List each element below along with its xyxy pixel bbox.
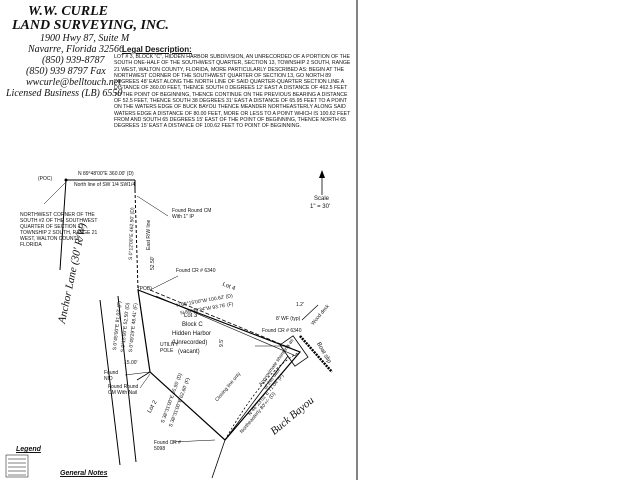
lot-3-label: Lot 3 — [184, 313, 198, 319]
leader-line — [139, 373, 151, 389]
hidden-harbor-label: Hidden Harbor — [172, 331, 212, 337]
survey-line — [211, 439, 226, 479]
block-c-label: Block C — [182, 322, 203, 328]
leader-line — [43, 181, 67, 205]
leader-line — [136, 195, 169, 217]
poc-label: (POC) — [38, 176, 53, 182]
found-nid-label: Found NID — [104, 370, 119, 382]
nw-corner-label: NORTHWEST CORNER OF THE SOUTH #2 OF THE … — [20, 212, 98, 248]
company-email: wwcurle@belltouch.net — [26, 77, 122, 88]
lot-line — [149, 289, 301, 353]
found-cm-nail-label: Found Round CM With Nail — [108, 384, 139, 396]
leader-line — [171, 439, 216, 443]
company-name-line1: W.W. CURLE — [28, 4, 108, 19]
leader-line — [149, 275, 179, 291]
boat-slip-outline — [279, 335, 309, 367]
found-cr-label: Found CR # 6340 — [176, 268, 216, 274]
dimension-label: 52.50' — [150, 256, 156, 270]
general-notes-title: General Notes — [60, 470, 108, 477]
dimension-label: 15.00' — [124, 360, 138, 366]
north-bearing-label: N 89°48'00"E 360.00' (D) — [78, 171, 134, 177]
found-cr-5098-label: Found CR # 5098 — [154, 440, 181, 452]
north-line-label: North line of SW 1/4 SW1/4 — [74, 182, 136, 188]
wood-deck-line — [299, 335, 333, 373]
shoreline-line — [224, 351, 301, 441]
legal-description-title: Legal Description: — [122, 45, 192, 54]
lot-line — [136, 371, 151, 381]
company-license: Licensed Business (LB) 6550 — [6, 88, 123, 99]
east-rw-label: East R/W line — [146, 219, 152, 250]
road-edge-line — [117, 295, 137, 463]
survey-line — [59, 179, 67, 271]
dimension-label: 9.5' — [218, 339, 225, 347]
found-cr-label-2: Found CR # 6340 — [262, 328, 302, 334]
company-phone: (850) 939-8787 — [42, 55, 105, 66]
found-cm-label: Found Round CM With 1" IP — [172, 208, 212, 220]
leader-line — [124, 371, 151, 376]
dimension-label: 1.2' — [296, 302, 304, 308]
scale-value: 1" = 30' — [310, 204, 331, 210]
legend-box — [5, 454, 29, 478]
survey-line — [301, 304, 319, 321]
road-edge-line — [99, 299, 121, 466]
survey-monument — [64, 178, 68, 182]
north-arrow-icon — [319, 170, 325, 178]
closing-line — [224, 355, 289, 441]
unrecorded-label: (Unrecorded) — [172, 340, 208, 346]
pob-label: (POB) — [138, 286, 152, 292]
company-name-line2: LAND SURVEYING, INC. — [12, 18, 169, 33]
company-fax: (850) 939 8797 Fax — [26, 66, 106, 77]
legal-description-text: LOT # 3, BLOCK "C", HIDDEN HARBOR SUBDIV… — [114, 54, 351, 130]
company-address2: Navarre, Florida 32566 — [28, 44, 125, 55]
company-address1: 1900 Hwy 87, Suite M — [40, 33, 130, 44]
survey-line — [134, 189, 139, 291]
legend-title: Legend — [16, 446, 41, 453]
dimension-label: 8' WF (typ) — [276, 316, 301, 322]
utility-pole-label: UTILITY POLE — [160, 342, 179, 354]
scale-label: Scale — [314, 196, 330, 202]
vacant-label: (vacant) — [178, 349, 200, 355]
